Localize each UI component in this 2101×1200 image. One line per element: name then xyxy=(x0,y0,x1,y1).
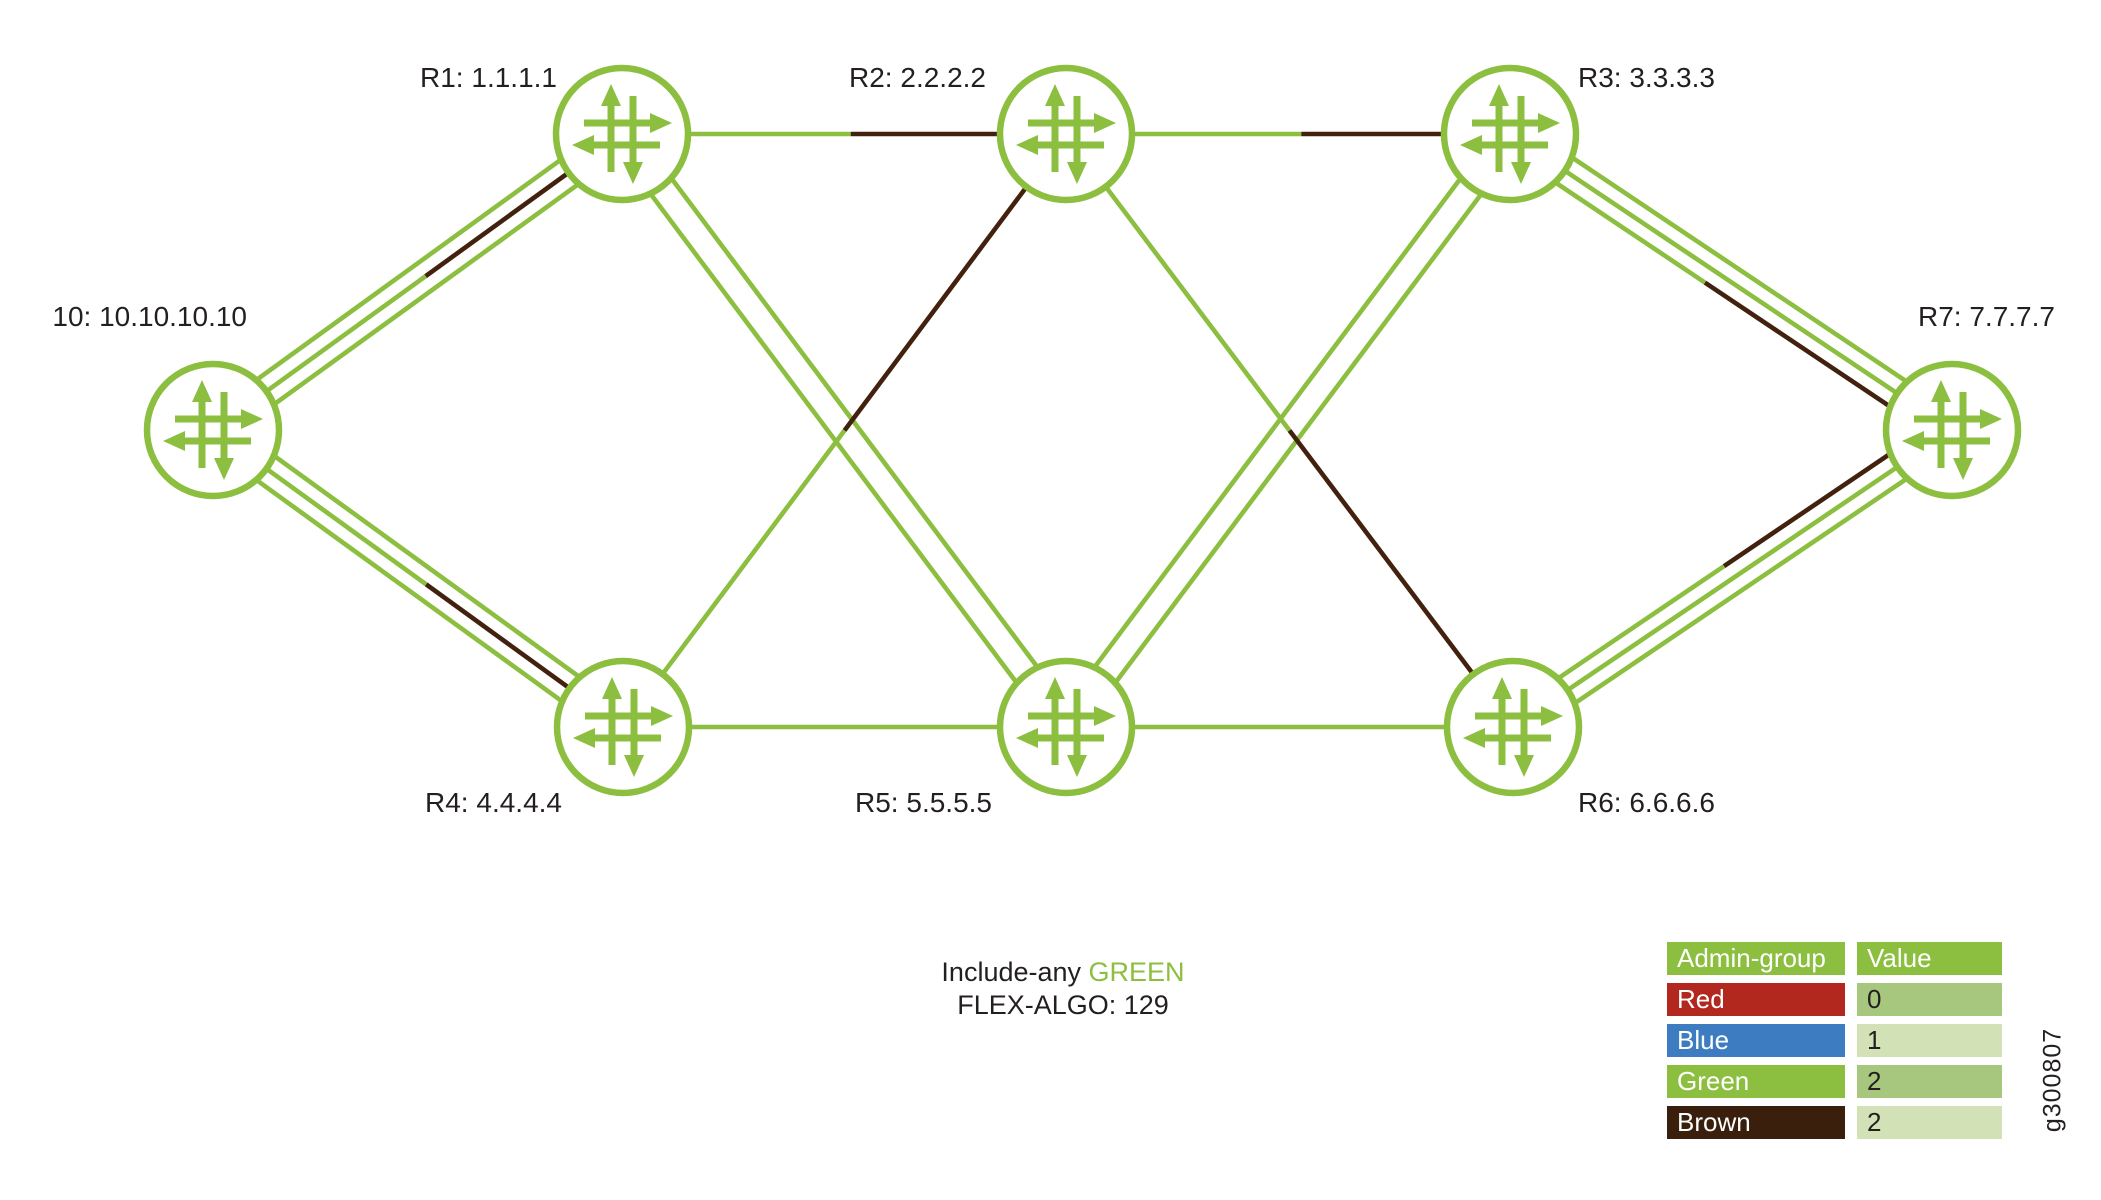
router-node-R5 xyxy=(996,657,1136,797)
router-icon-arrow-R5 xyxy=(1045,677,1065,699)
router-icon-arrow-R6 xyxy=(1541,706,1563,726)
legend-row-red: Red 0 xyxy=(1667,983,2002,1016)
legend-value-brown: 2 xyxy=(1857,1106,2002,1139)
router-icon-arrow-10 xyxy=(163,431,185,451)
link-R1-R5-green xyxy=(630,124,1079,721)
router-icon-arrow-R3 xyxy=(1538,113,1560,133)
router-icon-arrow-10 xyxy=(241,409,263,429)
router-node-10 xyxy=(143,360,283,500)
router-icon-arrow-R3 xyxy=(1460,135,1482,155)
router-icon-arrow-R7 xyxy=(1953,458,1973,480)
router-icon-arrow-R4 xyxy=(573,728,595,748)
legend-header-row: Admin-group Value xyxy=(1667,942,2002,975)
link-R6-R7-green xyxy=(1511,428,1954,729)
legend-header-value: Value xyxy=(1857,942,2002,975)
router-icon-arrow-R2 xyxy=(1016,135,1038,155)
link-R3-R7-green xyxy=(1517,119,1962,420)
router-icon-arrow-R4 xyxy=(602,677,622,699)
router-icon-arrow-R7 xyxy=(1931,380,1951,402)
admin-group-legend: Admin-group Value Red 0 Blue 1 Green 2 B… xyxy=(1667,942,2002,1147)
router-icon-arrow-R1 xyxy=(650,113,672,133)
legend-row-blue: Blue 1 xyxy=(1667,1024,2002,1057)
link-10-R1-green xyxy=(220,144,633,445)
legend-swatch-brown: Brown xyxy=(1667,1106,1845,1139)
legend-value-green: 2 xyxy=(1857,1065,2002,1098)
router-icon-arrow-R3 xyxy=(1511,162,1531,184)
router-icon-arrow-R4 xyxy=(651,706,673,726)
link-R1-R5-green xyxy=(609,140,1058,737)
legend-row-green: Green 2 xyxy=(1667,1065,2002,1098)
link-R3-R5-green xyxy=(1053,124,1502,721)
router-icon-arrow-R6 xyxy=(1492,677,1512,699)
router-node-R6 xyxy=(1443,657,1583,797)
link-10-R4-green xyxy=(202,440,616,741)
router-icon-arrow-R6 xyxy=(1514,755,1534,777)
router-icon-arrow-R2 xyxy=(1045,84,1065,106)
router-icon-arrow-R6 xyxy=(1463,728,1485,748)
router-node-R1 xyxy=(552,64,692,204)
router-node-R2 xyxy=(996,64,1136,204)
flex-algo-caption: Include-any GREEN FLEX-ALGO: 129 xyxy=(941,956,1184,1022)
router-icon-arrow-R2 xyxy=(1094,113,1116,133)
link-10-R1-green xyxy=(202,119,615,420)
router-icon-arrow-R1 xyxy=(572,135,594,155)
figure-id-watermark: g300807 xyxy=(2038,1027,2067,1133)
router-node-R4 xyxy=(553,657,693,797)
router-icon-arrow-R1 xyxy=(601,84,621,106)
router-label-R6: R6: 6.6.6.6 xyxy=(1578,787,1715,818)
router-label-R1: R1: 1.1.1.1 xyxy=(420,62,557,93)
caption-line-1: Include-any GREEN xyxy=(941,956,1184,989)
legend-swatch-blue: Blue xyxy=(1667,1024,1845,1057)
caption-green-text: GREEN xyxy=(1088,957,1185,987)
router-icon-arrow-R1 xyxy=(623,162,643,184)
router-icon-arrow-10 xyxy=(192,380,212,402)
router-label-R2: R2: 2.2.2.2 xyxy=(849,62,986,93)
link-10-R4-green xyxy=(220,416,634,717)
legend-value-blue: 1 xyxy=(1857,1024,2002,1057)
router-node-R3 xyxy=(1440,64,1580,204)
router-label-R7: R7: 7.7.7.7 xyxy=(1918,301,2055,332)
router-icon-arrow-R5 xyxy=(1016,728,1038,748)
router-icon-arrow-R5 xyxy=(1094,706,1116,726)
router-icon-arrow-R5 xyxy=(1067,755,1087,777)
router-label-10: 10: 10.10.10.10 xyxy=(52,301,247,332)
legend-header-admin-group: Admin-group xyxy=(1667,942,1845,975)
router-icon-arrow-R2 xyxy=(1067,162,1087,184)
legend-swatch-red: Red xyxy=(1667,983,1845,1016)
legend-swatch-green: Green xyxy=(1667,1065,1845,1098)
router-label-R5: R5: 5.5.5.5 xyxy=(855,787,992,818)
router-label-R3: R3: 3.3.3.3 xyxy=(1578,62,1715,93)
router-label-R4: R4: 4.4.4.4 xyxy=(425,787,562,818)
caption-line-2: FLEX-ALGO: 129 xyxy=(957,990,1169,1020)
router-icon-arrow-R4 xyxy=(624,755,644,777)
router-icon-arrow-R7 xyxy=(1980,409,2002,429)
caption-include-any-text: Include-any xyxy=(941,957,1082,987)
router-icon-arrow-R7 xyxy=(1902,431,1924,451)
router-node-R7 xyxy=(1882,360,2022,500)
link-R6-R7-green xyxy=(1520,440,1962,742)
router-icon-arrow-R3 xyxy=(1489,84,1509,106)
link-R3-R7-green xyxy=(1508,132,1954,432)
router-icon-arrow-10 xyxy=(214,458,234,480)
legend-row-brown: Brown 2 xyxy=(1667,1106,2002,1139)
link-R3-R5-green xyxy=(1074,140,1523,737)
legend-value-red: 0 xyxy=(1857,983,2002,1016)
